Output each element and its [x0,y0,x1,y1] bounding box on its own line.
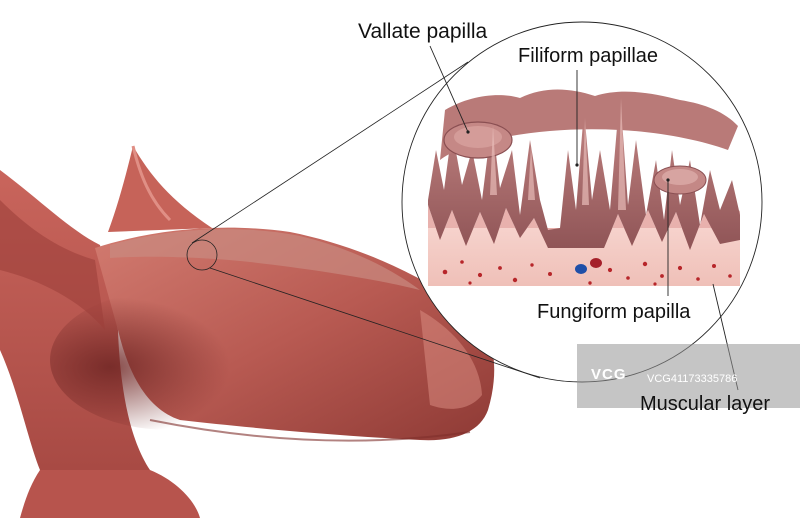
label-fungiform-papilla: Fungiform papilla [537,301,691,323]
connector-line-top [191,61,469,244]
watermark-id: VCG41173335786 [647,373,738,385]
label-muscular-layer: Muscular layer [640,393,771,415]
watermark-logo: VCG [591,366,627,383]
artery [590,258,602,268]
watermark: VCG VCG41173335786 [577,344,800,408]
vein [575,264,587,274]
label-vallate-papilla: Vallate papilla [358,20,488,43]
tongue-body [0,145,495,518]
muscle-specks [442,260,732,286]
connector-line-bottom [209,267,541,379]
tissue-block [428,89,740,286]
zoom-marker [186,239,218,271]
label-filiform-papillae: Filiform papillae [518,45,659,67]
leader-vallate [429,45,469,133]
